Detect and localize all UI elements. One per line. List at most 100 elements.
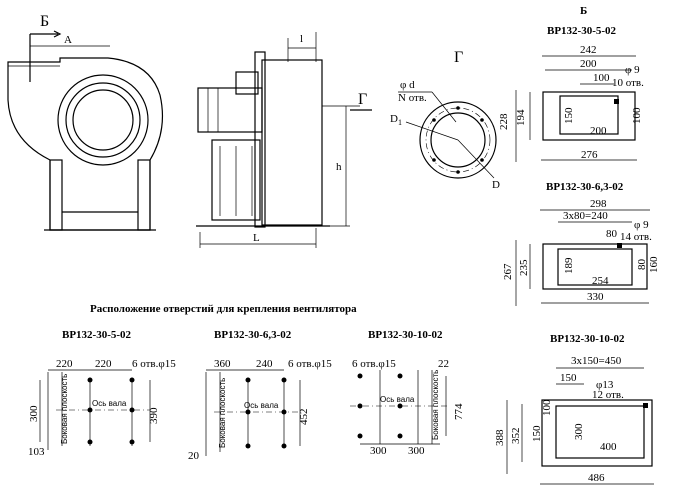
side-housing [261, 59, 323, 226]
dim-h-label: h [336, 161, 342, 173]
d1-leader [405, 121, 459, 141]
p3-400: 400 [600, 441, 617, 453]
front-leg-right [137, 159, 151, 231]
m3-hole-3 [357, 403, 363, 409]
p3-marker [643, 403, 648, 408]
m3-300b: 300 [408, 445, 425, 457]
p1-200b: 200 [590, 125, 607, 137]
p2-80: 80 [606, 228, 618, 240]
hole-n-label: N отв. [398, 92, 427, 104]
m1-390: 390 [148, 407, 160, 424]
m2-240: 240 [256, 358, 273, 370]
plate2-model: ВР132-30-6,3-02 [546, 181, 624, 193]
m2-20: 20 [188, 450, 200, 462]
m2-hole-3 [245, 409, 251, 415]
m1-side: Боковая плоскость [60, 374, 69, 444]
p2-marker [617, 243, 622, 248]
plate3-model: ВР132-30-10-02 [550, 333, 625, 345]
p3-150l: 150 [531, 425, 543, 442]
p3-300: 300 [573, 423, 585, 440]
d-leader [457, 139, 495, 179]
side-bearing [235, 71, 259, 95]
m3-hole-6 [397, 433, 403, 439]
plate1-model: ВР132-30-5-02 [547, 25, 617, 37]
m3-22: 22 [438, 358, 449, 370]
p1-outer [542, 91, 636, 141]
mounting-heading: Расположение отверстий для крепления вен… [90, 303, 357, 315]
section-arrowhead [53, 30, 62, 38]
inlet-outer-ring [57, 74, 149, 166]
flange-hole-5 [432, 158, 436, 162]
flange-hole-4 [456, 170, 460, 174]
m3-model: ВР132-30-10-02 [368, 329, 443, 341]
m1-220b: 220 [95, 358, 112, 370]
flange-bore [430, 112, 486, 168]
p1-marker [614, 99, 619, 104]
m1-model: ВР132-30-5-02 [62, 329, 132, 341]
p3-outer [541, 399, 653, 467]
m3-holes: 6 отв.φ15 [352, 358, 396, 370]
m2-452: 452 [298, 409, 310, 426]
m2-axis: Ось вала [244, 401, 279, 410]
side-motor [197, 87, 263, 133]
p3-486: 486 [588, 472, 605, 484]
m1-hole-6 [129, 439, 135, 445]
p2-3x80: 3х80=240 [563, 210, 608, 222]
p2-330: 330 [587, 291, 604, 303]
m3-774: 774 [453, 403, 465, 420]
p3-hole: φ13 [596, 379, 614, 391]
m1-hole-3 [87, 407, 93, 413]
dim-l-small-label: l [300, 33, 303, 45]
p2-254: 254 [592, 275, 609, 287]
p3-100: 100 [541, 399, 553, 416]
p2-298: 298 [590, 198, 607, 210]
d-label: D [492, 179, 500, 191]
m3-side: Боковая плоскость [431, 370, 440, 440]
m2-hole-5 [245, 443, 251, 449]
p1-194: 194 [515, 109, 527, 126]
side-frame [211, 139, 261, 221]
p3-388: 388 [494, 429, 506, 446]
m1-hole-5 [87, 439, 93, 445]
p3-3x150: 3х150=450 [571, 355, 622, 367]
p1-hole: φ 9 [625, 64, 640, 76]
p3-inner [555, 405, 645, 459]
p2-267: 267 [502, 263, 514, 280]
m2-360: 360 [214, 358, 231, 370]
m2-hole-4 [281, 409, 287, 415]
m3-300a: 300 [370, 445, 387, 457]
section-b-title: Б [580, 5, 587, 17]
m1-300: 300 [28, 405, 40, 422]
p1-200: 200 [580, 58, 597, 70]
p1-276: 276 [581, 149, 598, 161]
m3-hole-1 [357, 373, 363, 379]
p2-hole: φ 9 [634, 219, 649, 231]
dim-L-label: L [253, 232, 260, 244]
m3-hole-2 [397, 373, 403, 379]
front-view: Б A [7, 13, 164, 231]
flange-hole-6 [432, 118, 436, 122]
mounting-section: Расположение отверстий для крепления вен… [28, 303, 465, 462]
d1-label: D1 [390, 113, 402, 127]
flange-hole-1 [456, 106, 460, 110]
m2-hole-1 [245, 377, 251, 383]
p1-inner [559, 95, 619, 135]
scroll-housing [7, 57, 164, 231]
m1-220a: 220 [56, 358, 73, 370]
flange-hole-2 [480, 118, 484, 122]
m2-side: Боковая плоскость [218, 378, 227, 448]
p2-holes: 14 отв. [620, 231, 652, 243]
inlet-middle-ring [65, 82, 141, 158]
section-b-plates: Б ВР132-30-5-02 242 200 100 φ 9 10 отв. … [494, 5, 660, 485]
section-b-marker: Б [40, 13, 49, 30]
flange-view: Г φ d N отв. D1 D [390, 49, 500, 191]
p2-160: 160 [648, 256, 660, 273]
p3-holes: 12 отв. [592, 389, 624, 401]
p1-228: 228 [498, 113, 510, 130]
d1-subscript: 1 [398, 118, 402, 127]
p3-150: 150 [560, 372, 577, 384]
m3-hole-4 [397, 403, 403, 409]
m1-axis: Ось вала [92, 399, 127, 408]
m2-hole-2 [281, 377, 287, 383]
